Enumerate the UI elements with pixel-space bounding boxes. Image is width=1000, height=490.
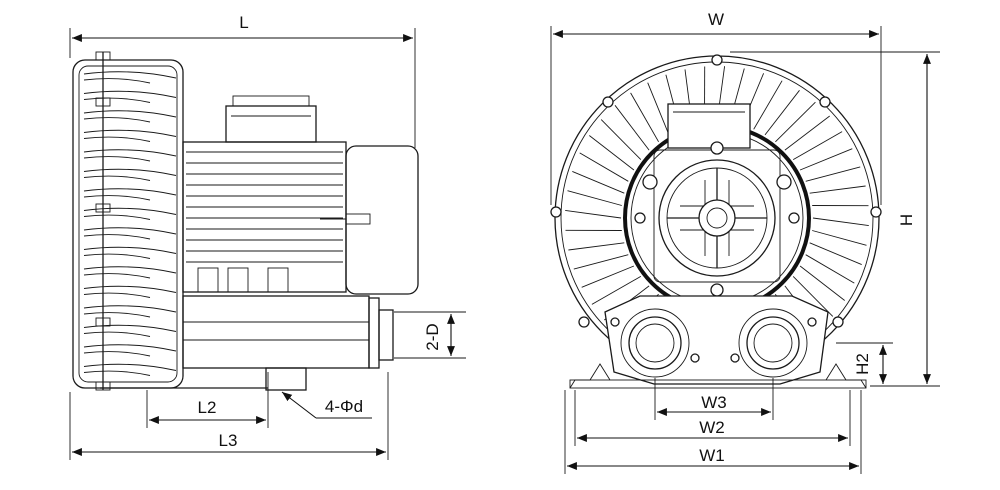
front-view: W H H2 W3 W2 xyxy=(550,10,940,474)
motor-hub xyxy=(634,141,800,297)
label-W: W xyxy=(708,10,724,29)
lower-body xyxy=(100,295,394,391)
dim-L2: L2 xyxy=(146,372,269,428)
dim-H2: H2 xyxy=(836,342,893,384)
dim-W: W xyxy=(550,10,882,205)
dim-L3: L3 xyxy=(69,372,389,460)
label-L2: L2 xyxy=(198,398,217,417)
label-2-D: 2-D xyxy=(423,323,442,350)
motor-fins xyxy=(186,151,343,263)
impeller-housing xyxy=(72,51,184,391)
side-view: L L2 L3 2-D 4-Φd xyxy=(69,13,466,460)
label-L: L xyxy=(239,13,248,32)
label-4-phi-d: 4-Φd xyxy=(325,397,363,416)
dim-2-D: 2-D xyxy=(394,311,466,359)
label-W2: W2 xyxy=(699,418,725,437)
label-L3: L3 xyxy=(219,431,238,450)
inlet-port xyxy=(610,308,700,378)
dim-L: L xyxy=(69,13,416,148)
port-base xyxy=(569,295,867,389)
housing-fins xyxy=(83,71,177,376)
label-H: H xyxy=(897,214,916,226)
outlet-port xyxy=(730,308,817,378)
motor-body xyxy=(182,95,419,295)
dim-H: H xyxy=(730,51,940,387)
label-W1: W1 xyxy=(699,446,725,465)
dim-W2: W2 xyxy=(574,390,851,446)
label-W3: W3 xyxy=(701,393,727,412)
mounting-lugs xyxy=(550,54,882,328)
dim-W3: W3 xyxy=(654,378,774,420)
hole-leader: 4-Φd xyxy=(281,391,372,419)
dim-W1: W1 xyxy=(564,390,862,474)
terminal-box xyxy=(667,103,751,149)
label-H2: H2 xyxy=(853,353,872,375)
